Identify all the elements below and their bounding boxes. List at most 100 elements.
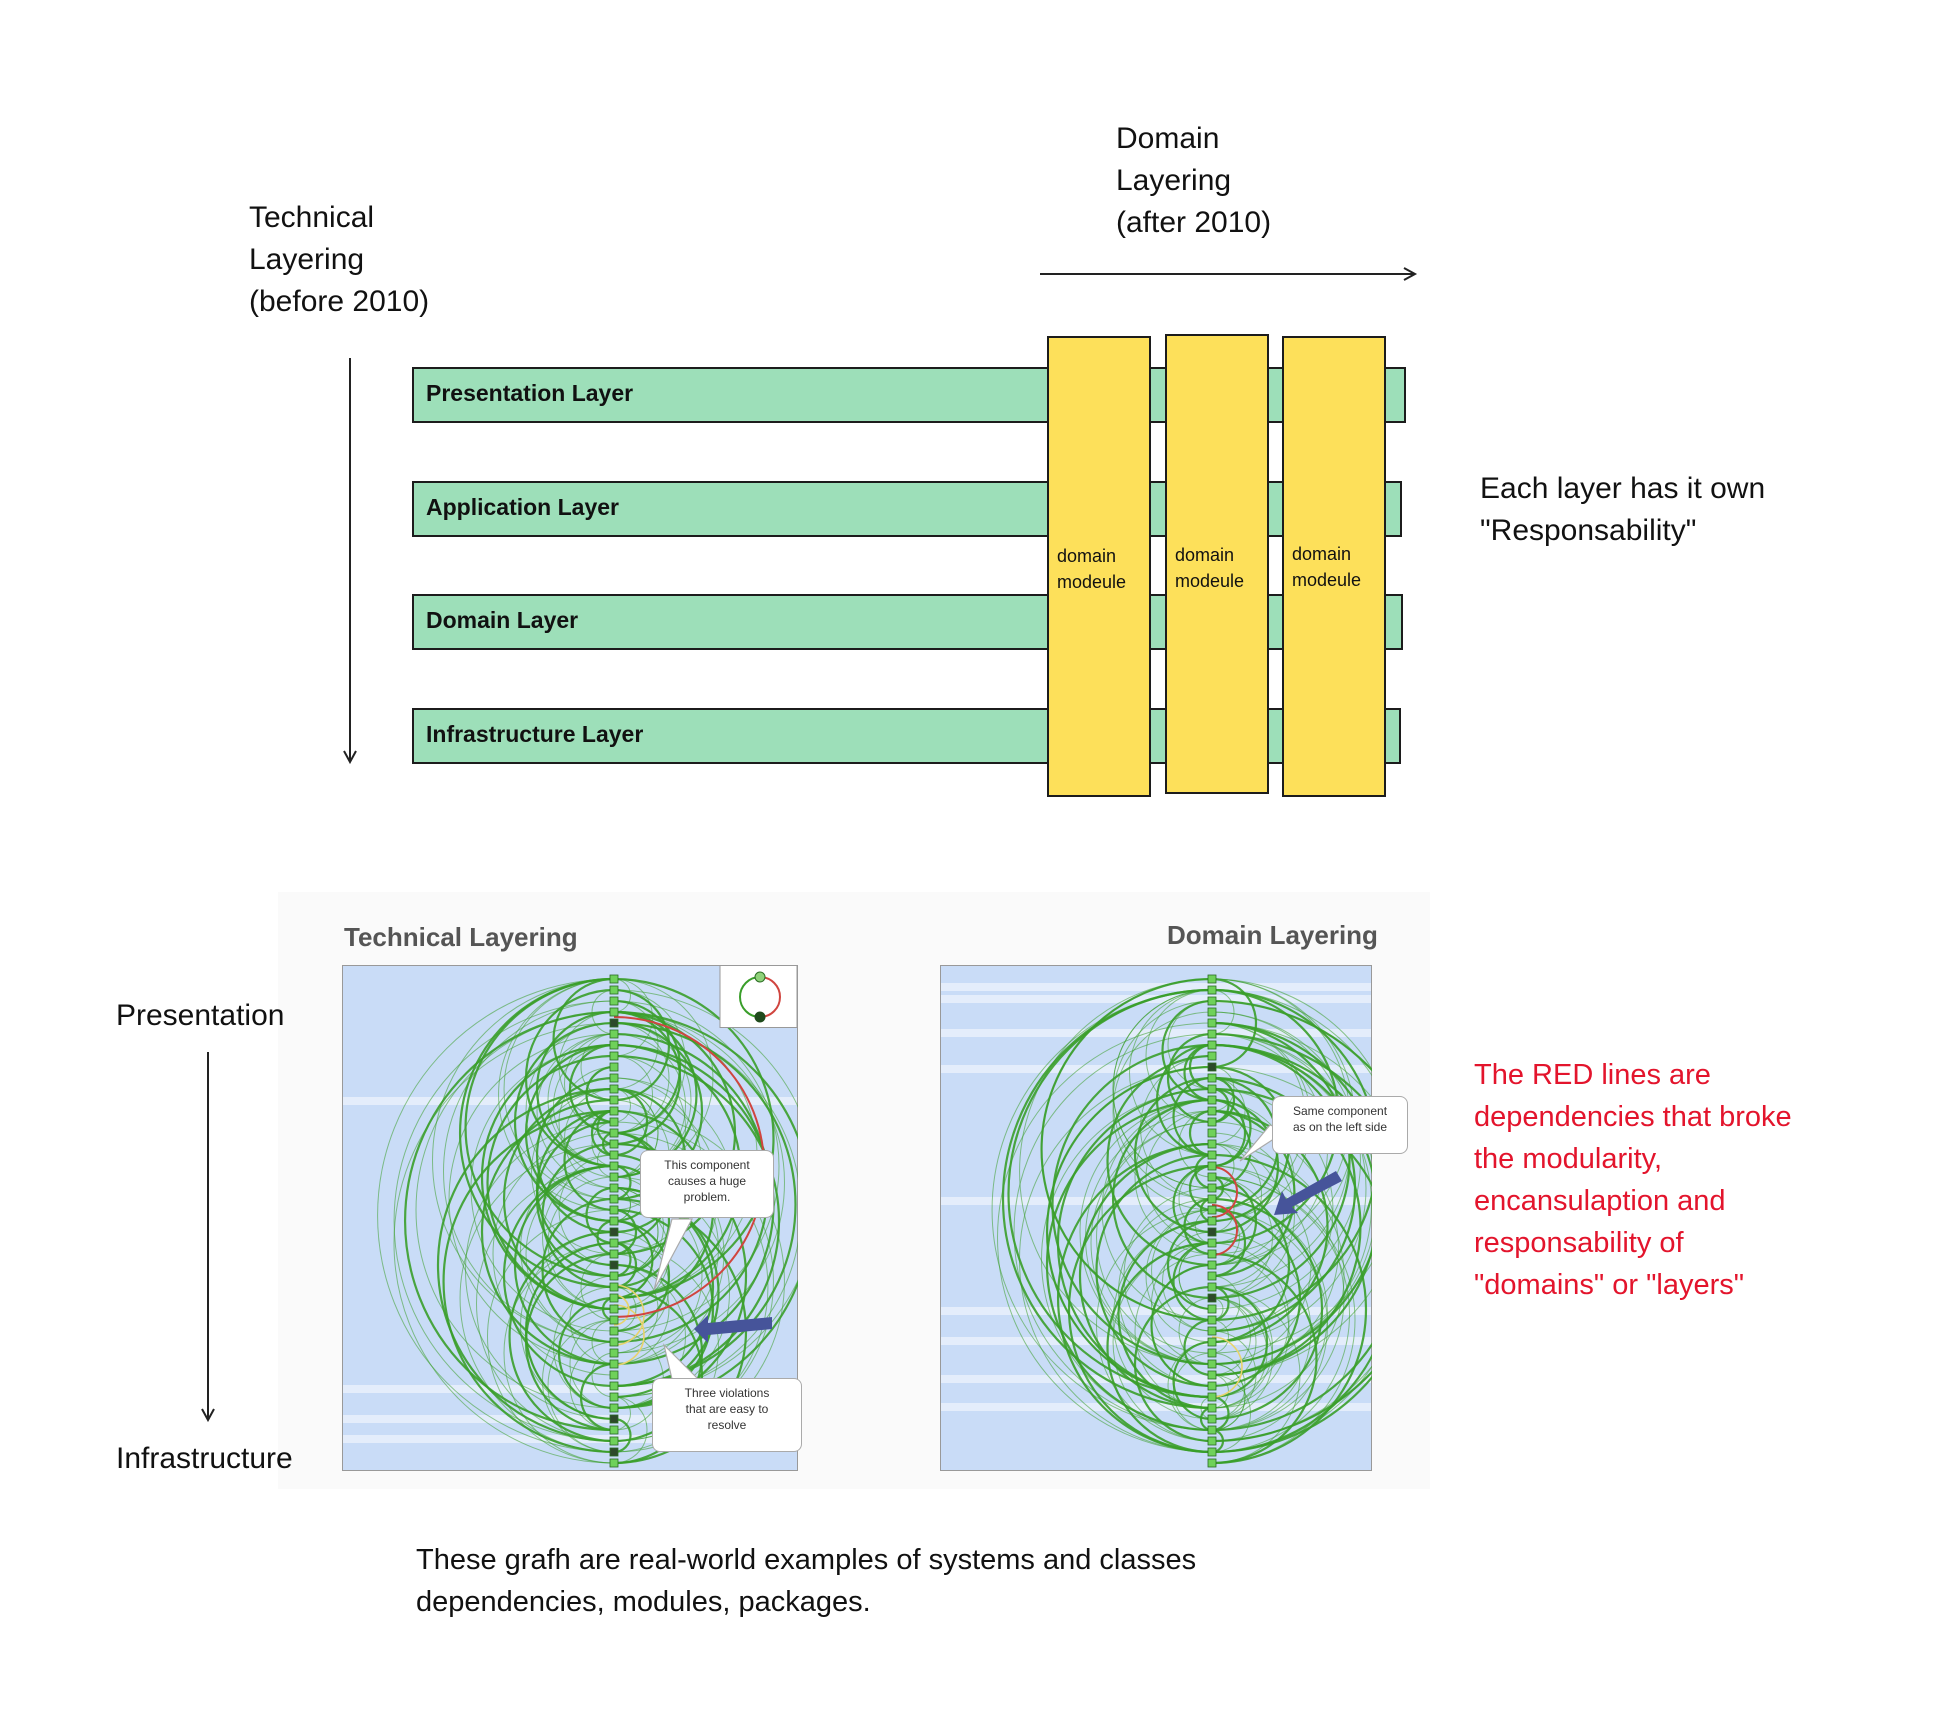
dependency-edge (541, 1197, 615, 1344)
domain-layering-label: Domain Layering (after 2010) (1116, 122, 1272, 239)
dependency-edge (1211, 1044, 1372, 1365)
problem-callout: This component causes a huge problem. (640, 1150, 774, 1218)
graphs-caption: These grafh are real-world examples of s… (416, 1544, 1197, 1618)
graph-node (609, 974, 619, 984)
dependency-edge (580, 1033, 615, 1101)
dependency-edge (1134, 1099, 1213, 1255)
graph-node (1207, 1436, 1217, 1446)
dependency-edge (1211, 1021, 1372, 1366)
dependency-edge (1211, 1242, 1290, 1398)
dependency-edge (1211, 1352, 1246, 1420)
dependency-edge (558, 1066, 615, 1178)
dependency-edge (1211, 977, 1258, 1069)
graph-node (1207, 1370, 1217, 1380)
graph-node (609, 1172, 619, 1182)
graph-node (1207, 1227, 1217, 1237)
dependency-edge (613, 1208, 638, 1256)
graph-node (1207, 1315, 1217, 1325)
dependency-edge (531, 1088, 615, 1255)
dependency-edge (1167, 1000, 1213, 1090)
dependency-edge (1211, 1043, 1372, 1432)
dependency-edge (1178, 1110, 1213, 1178)
dependency-edge (613, 978, 631, 1013)
graph-node (1207, 996, 1217, 1006)
dependency-edge (613, 1285, 704, 1465)
dependency-edge (1211, 1176, 1350, 1453)
legend-node-top (754, 971, 766, 983)
dependency-edge (1211, 1153, 1368, 1465)
graph-node (1207, 1205, 1217, 1215)
dependency-edge (1194, 1153, 1213, 1190)
graph-node (609, 996, 619, 1006)
graph-node (609, 1062, 619, 1072)
dependency-edge (547, 1319, 615, 1453)
graph-node (609, 1315, 619, 1325)
graph-node (609, 1029, 619, 1039)
graph-node (609, 1249, 619, 1259)
graph-node (609, 1084, 619, 1094)
module-label: domain modeule (1057, 546, 1127, 592)
graph-node (609, 1205, 619, 1215)
dependency-edge (542, 1308, 615, 1453)
dependency-edge (569, 1341, 615, 1431)
graph-node (1207, 1337, 1217, 1347)
graph-node (609, 1139, 619, 1149)
dependency-edge (464, 977, 615, 1278)
dependency-edge (613, 988, 671, 1102)
graph-node (609, 1161, 619, 1171)
graph-node (1207, 974, 1217, 984)
problem-callout-pointer (653, 1218, 694, 1291)
dependency-edge (1211, 1197, 1324, 1421)
dependency-edge (508, 1230, 615, 1443)
graph-node (1207, 1095, 1217, 1105)
vertical-axis-arrowhead (343, 750, 357, 765)
dependency-edge (613, 1164, 671, 1278)
graph-node (609, 1007, 619, 1017)
dependency-edge (564, 1088, 615, 1189)
dependency-edge (393, 1000, 615, 1442)
dependency-edge (448, 1033, 615, 1365)
dependency-edge (1188, 1164, 1213, 1212)
graph-stripe (941, 1337, 1371, 1345)
blue-pointer-arrow (694, 1315, 772, 1343)
graph-node (1207, 985, 1217, 995)
dependency-edge (536, 1033, 615, 1189)
graph-node (1207, 1029, 1217, 1039)
infrastructure-label: Infrastructure (116, 1442, 293, 1475)
graph-node (609, 1106, 619, 1116)
dependency-edge (535, 1010, 615, 1168)
dependency-edge (1112, 989, 1213, 1189)
graph-stripe (343, 1435, 797, 1443)
graph-stripe (941, 1403, 1371, 1411)
dependency-edge (1211, 1275, 1240, 1332)
dependency-edge (1183, 1318, 1213, 1377)
dependency-edge (1041, 1088, 1213, 1431)
graph-node (1207, 1293, 1217, 1303)
dependency-edge (1211, 1077, 1246, 1145)
dependency-edge (1106, 1241, 1213, 1454)
graph-node (609, 1293, 619, 1303)
dependency-edge (1145, 1110, 1213, 1244)
dependency-edge (613, 1396, 648, 1464)
dependency-edge (1211, 1066, 1235, 1112)
graph-node (609, 1304, 619, 1314)
graph-node (1207, 1348, 1217, 1358)
dependency-edge (377, 978, 615, 1453)
graph-node (609, 1392, 619, 1402)
red-dependency-edge (1211, 1166, 1238, 1218)
dependency-edge (1211, 1076, 1236, 1124)
dependency-edge (1007, 988, 1213, 1399)
graph-node (1207, 1117, 1217, 1127)
graph-node (1207, 1282, 1217, 1292)
dependency-edge (591, 989, 615, 1035)
dependency-edge (1211, 1253, 1290, 1409)
graph-node (609, 1194, 619, 1204)
dependency-edge (1211, 1209, 1328, 1442)
graph-stripe (941, 1065, 1371, 1073)
graph-stripe (941, 1375, 1371, 1383)
dependency-edge (613, 1022, 670, 1134)
dependency-edge (585, 1186, 615, 1245)
dependency-edge (1166, 1219, 1213, 1311)
dependency-edge (613, 1000, 780, 1332)
dependency-edge (591, 1352, 615, 1398)
